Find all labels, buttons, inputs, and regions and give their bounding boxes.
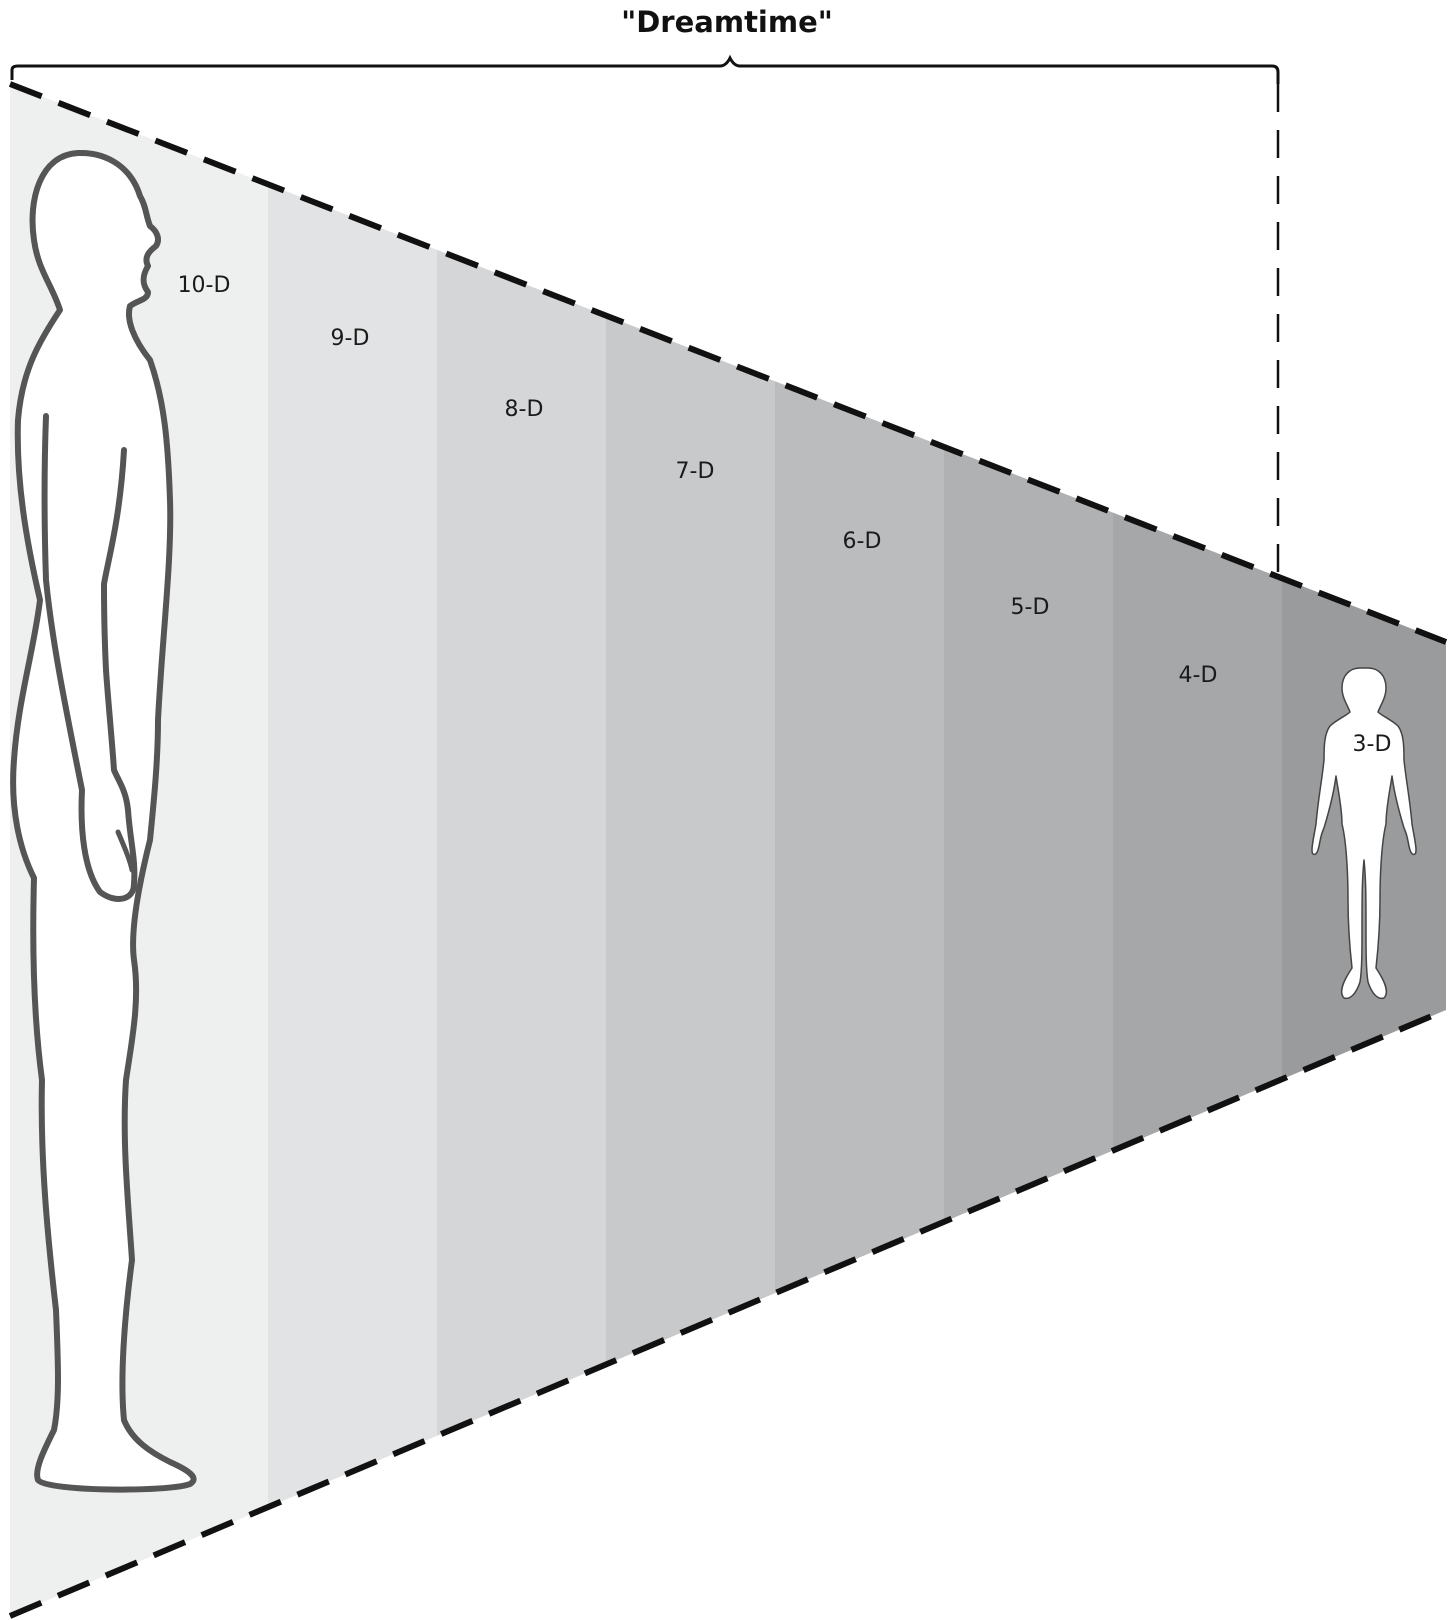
dimension-bands	[10, 84, 1446, 1616]
band-label-8-d: 8-D	[505, 397, 544, 422]
band-label-6-d: 6-D	[843, 529, 882, 554]
band-label-3-d: 3-D	[1353, 732, 1392, 757]
band-label-7-d: 7-D	[676, 459, 715, 484]
band-label-5-d: 5-D	[1011, 595, 1050, 620]
band-label-9-d: 9-D	[331, 326, 370, 351]
band-4-d	[1113, 513, 1282, 1151]
dreamtime-title: "Dreamtime"	[621, 5, 833, 39]
band-9-d	[268, 184, 437, 1507]
band-6-d	[775, 381, 944, 1293]
band-5-d	[944, 447, 1113, 1222]
band-label-4-d: 4-D	[1179, 663, 1218, 688]
band-label-10-d: 10-D	[178, 273, 231, 298]
band-8-d	[437, 250, 606, 1436]
